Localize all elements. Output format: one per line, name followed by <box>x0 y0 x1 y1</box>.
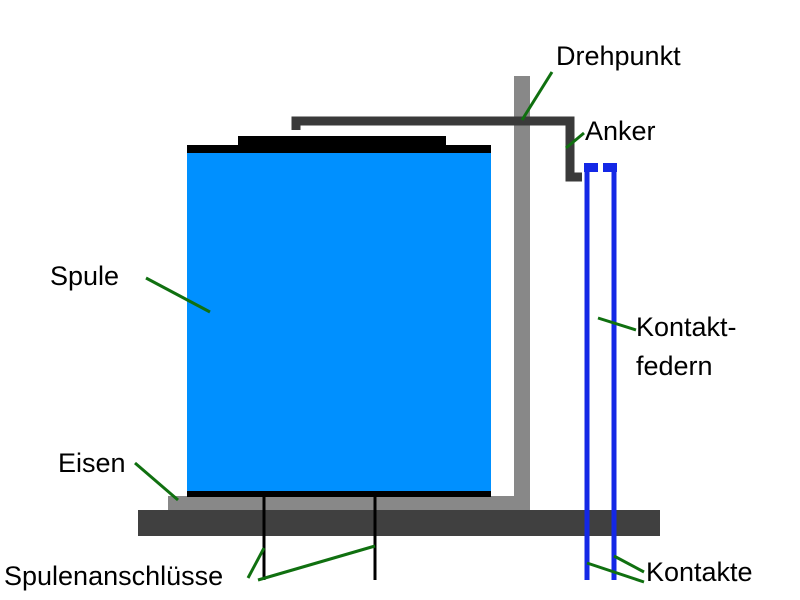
leader-eisen <box>134 461 179 502</box>
label-kontakte: Kontakte <box>646 557 753 587</box>
label-spulenanschluesse: Spulenanschlüsse <box>4 561 224 591</box>
label-spule: Spule <box>50 261 120 291</box>
coil-top-cap <box>187 145 491 153</box>
leader-spule <box>145 276 211 314</box>
label-eisen: Eisen <box>58 448 126 478</box>
leader-kontaktfedern <box>597 316 637 332</box>
contact-tip-right <box>603 163 617 172</box>
leader-kontakte-2 <box>613 554 645 574</box>
leader-drehpunkt <box>520 71 554 121</box>
label-anker: Anker <box>585 116 656 146</box>
label-kontaktfedern-line1: Kontakt- <box>636 312 737 342</box>
leader-spulenanschluesse-2 <box>257 544 376 582</box>
leader-kontakte-1 <box>586 561 645 584</box>
iron-yoke-bottom <box>168 496 530 510</box>
label-kontaktfedern-line2: federn <box>636 351 713 381</box>
iron-yoke-post <box>514 76 530 510</box>
coil-bottom-cap <box>187 491 491 497</box>
coil-body <box>187 147 491 495</box>
leader-anker <box>565 131 585 150</box>
iron-core-top <box>238 136 446 146</box>
base-plate <box>138 510 660 536</box>
armature <box>291 116 582 182</box>
contact-tip-left <box>584 163 598 172</box>
leader-spulenanschluesse-1 <box>246 547 266 579</box>
label-drehpunkt: Drehpunkt <box>556 41 681 71</box>
